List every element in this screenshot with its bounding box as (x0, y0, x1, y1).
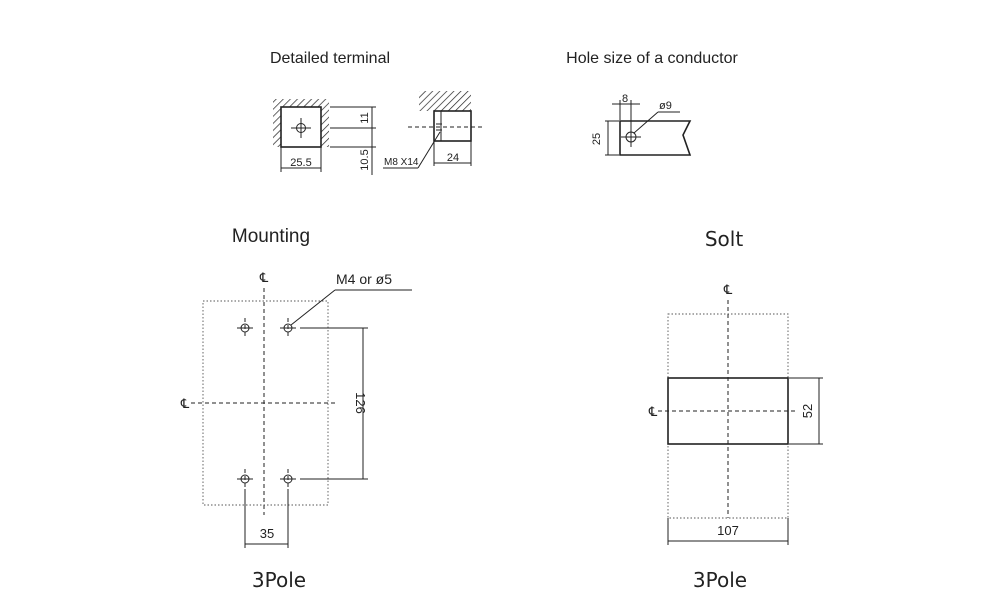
hole-size-title: Hole size of a conductor (566, 50, 738, 67)
hole-size-section: Hole size of a conductor 8 ø9 25 (566, 50, 738, 156)
terminal-side-view: M8 X14 24 (383, 91, 484, 169)
bolt-label: M8 X14 (384, 157, 419, 168)
solt-view: ℄ ℄ 52 107 (648, 282, 823, 545)
dim-35-label: 35 (260, 526, 274, 541)
mounting-view: ℄ ℄ (180, 270, 412, 548)
dim-conductor-width-label: 25 (591, 133, 603, 145)
mounting-hole (237, 318, 253, 338)
mounting-centerline-vertical: ℄ (259, 270, 269, 285)
solt-pole-label: 3Pole (693, 568, 747, 592)
solt-title: Solt (705, 227, 743, 251)
dim-width-label: 25.5 (290, 157, 311, 169)
dim-offset-label: 8 (622, 93, 628, 105)
dim-upper-label: 11 (359, 112, 371, 123)
dim-lower-label: 10.5 (359, 149, 371, 170)
dim-107-label: 107 (717, 523, 739, 538)
dim-52-label: 52 (800, 404, 815, 418)
dim-depth-label: 24 (447, 152, 459, 164)
mounting-pole-label: 3Pole (252, 568, 306, 592)
conductor-view: 8 ø9 25 (591, 93, 692, 156)
mounting-section: Mounting ℄ ℄ (180, 226, 412, 592)
dim-hole-label: ø9 (659, 100, 672, 112)
terminal-front-view: 11 10.5 25.5 (273, 99, 376, 175)
dim-126-label: 126 (353, 392, 368, 414)
detailed-terminal-section: Detailed terminal 11 10.5 25.5 (270, 50, 484, 175)
mounting-title: Mounting (232, 226, 310, 247)
solt-centerline-horizontal: ℄ (648, 404, 658, 419)
solt-centerline-vertical: ℄ (723, 282, 733, 297)
mounting-hole (280, 469, 296, 489)
mounting-hole-label: M4 or ø5 (336, 271, 392, 287)
detailed-terminal-title: Detailed terminal (270, 50, 390, 67)
mounting-hole (237, 469, 253, 489)
solt-section: Solt ℄ ℄ 52 107 3Pole (648, 227, 823, 592)
mounting-centerline-horizontal: ℄ (180, 396, 190, 411)
mounting-hole (280, 318, 296, 338)
